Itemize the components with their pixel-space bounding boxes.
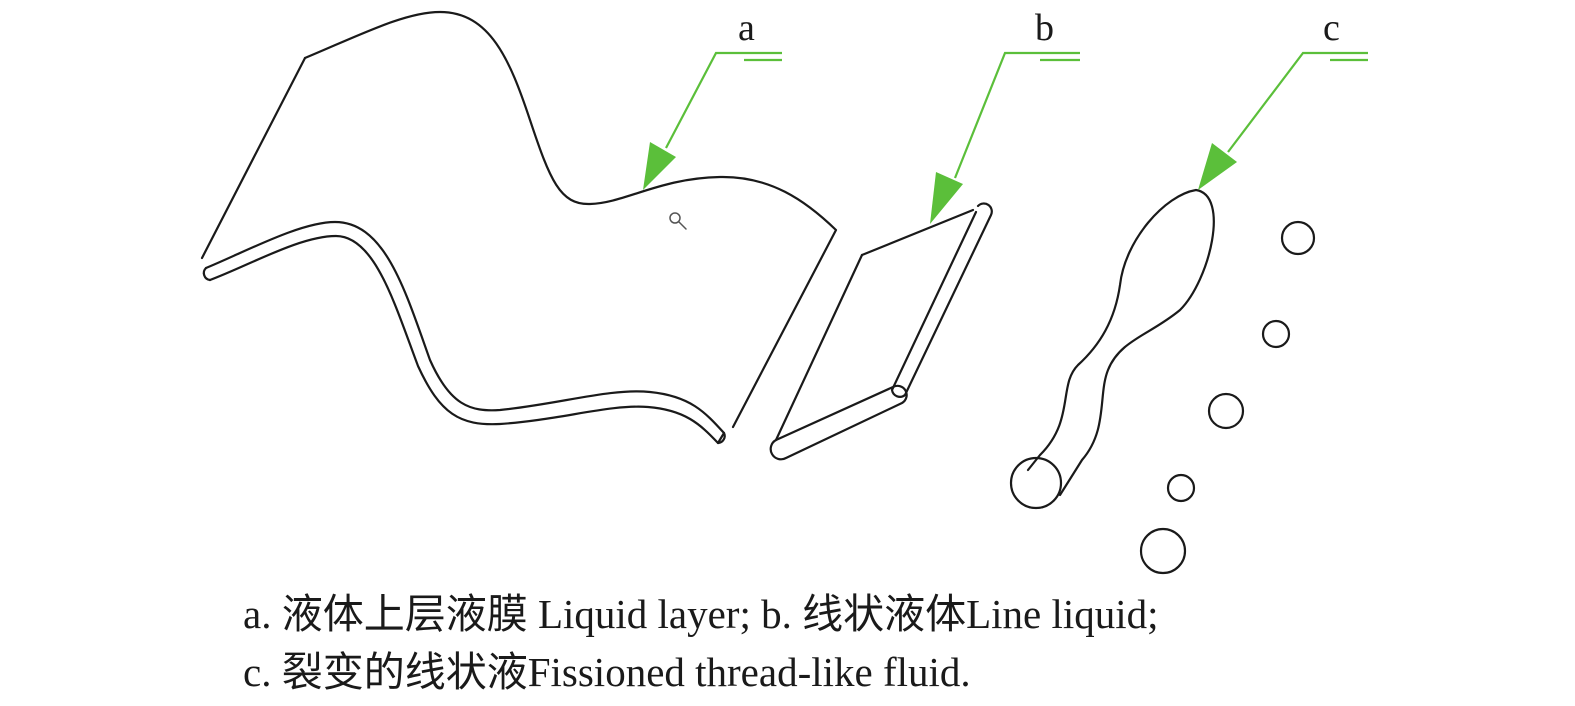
caption-line-1: a. 液体上层液膜 Liquid layer; b. 线状液体Line liqu… xyxy=(243,591,1159,637)
liquid-layer-sheet xyxy=(200,10,838,445)
satellite-droplet-4 xyxy=(1166,473,1196,503)
satellite-droplet-2 xyxy=(1261,319,1291,349)
strip-left-edge xyxy=(774,253,864,442)
sheet-left-edge xyxy=(200,56,307,260)
label-b: b xyxy=(1035,7,1054,49)
label-a: a xyxy=(738,7,755,49)
sheet-bottom-rim xyxy=(204,220,726,445)
satellite-droplet-3 xyxy=(1207,392,1245,430)
caption-line-2: c. 裂变的线状液Fissioned thread-like fluid. xyxy=(243,649,971,695)
leader-a xyxy=(643,51,782,190)
strip-right-rim xyxy=(890,202,993,398)
line-liquid-strip xyxy=(769,202,993,461)
strip-bottom-rim xyxy=(769,384,908,461)
leader-c xyxy=(1198,51,1368,190)
arrowhead-a xyxy=(643,142,676,190)
strip-top-edge xyxy=(860,208,975,257)
leader-b xyxy=(930,51,1080,224)
satellite-droplet-5 xyxy=(1139,527,1187,575)
fissioned-thread-fluid xyxy=(1009,188,1316,575)
sheet-outline xyxy=(303,10,838,429)
thread-end-drop xyxy=(1009,456,1063,510)
thread-body xyxy=(1026,188,1215,497)
sheet-rim-left-cap xyxy=(202,266,212,282)
arrowhead-b xyxy=(930,172,963,224)
sheet-rim-right-cap xyxy=(716,431,726,445)
arrowhead-c xyxy=(1198,143,1237,190)
satellite-droplet-1 xyxy=(1280,220,1316,256)
magnifier-cursor-icon xyxy=(669,212,687,230)
label-c: c xyxy=(1323,7,1340,49)
